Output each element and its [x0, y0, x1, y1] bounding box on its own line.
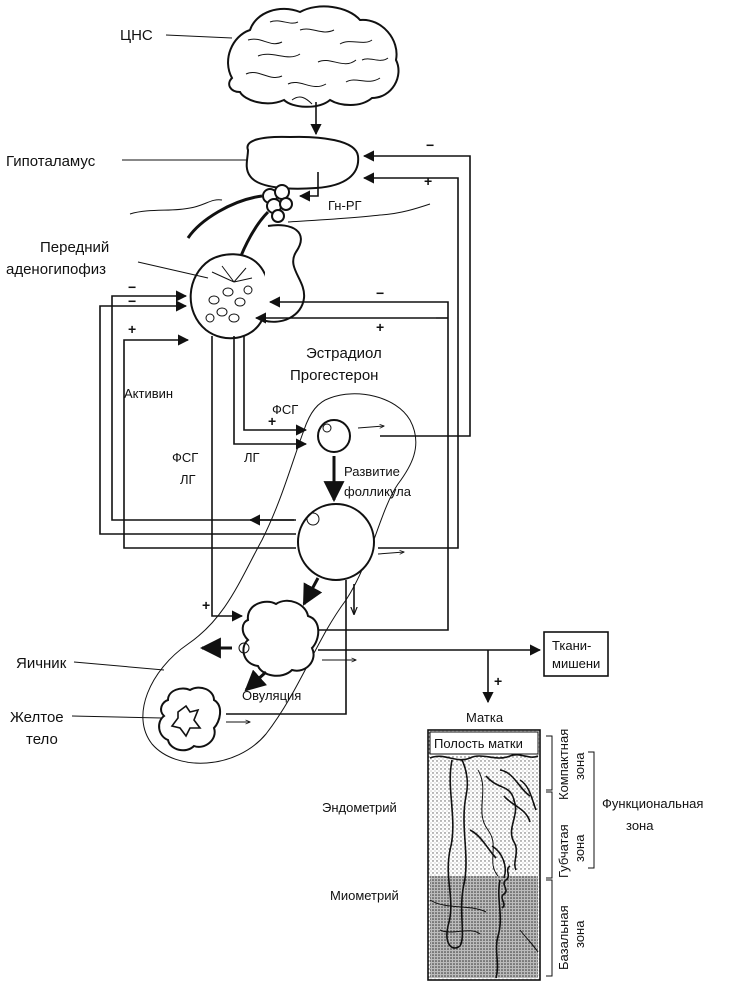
- stalk-outline-right: [287, 203, 431, 223]
- basal-zone-label-line2: зона: [572, 920, 587, 948]
- uterus-label: Матка: [466, 710, 504, 725]
- progesterone-label: Прогестерон: [290, 367, 378, 384]
- fsh-label-top: ФСГ: [272, 402, 298, 417]
- myometrium-label: Миометрий: [330, 888, 399, 903]
- primary-follicle-secretion: [357, 426, 384, 428]
- neuron-cluster-icon: [262, 184, 293, 223]
- corpus-luteum-label-line1: Желтое: [10, 709, 64, 726]
- primary-follicle: [317, 419, 351, 453]
- lh-label-mid: ЛГ: [244, 450, 260, 465]
- follicle-development-label-line2: фолликула: [344, 484, 412, 499]
- pituitary-minus-sign-right: −: [376, 285, 384, 301]
- mature-follicle-oocyte: [306, 512, 320, 526]
- feedback-loop-inner: [362, 172, 459, 549]
- uterine-cavity-label: Полость матки: [434, 736, 523, 751]
- gnrh-arrow: [298, 172, 319, 202]
- functional-zone-bracket: [588, 751, 595, 869]
- spongy-zone-label-line1: Губчатая: [556, 824, 571, 878]
- compact-zone-label-line2: зона: [572, 752, 587, 780]
- brain-icon: [227, 5, 400, 108]
- feedback-left-middle: [99, 300, 296, 535]
- corpus-luteum-transition-arrow: [244, 669, 268, 692]
- target-tissues-box: [543, 631, 609, 677]
- target-tissues-label-line2: мишени: [552, 656, 600, 671]
- basal-zone-bracket: [546, 879, 553, 977]
- estradiol-label: Эстрадиол: [306, 345, 382, 362]
- activin-label: Активин: [124, 386, 173, 401]
- mature-follicle: [297, 503, 375, 581]
- basal-zone-label-line1: Базальная: [556, 905, 571, 970]
- hypothalamus-label: Гипоталамус: [6, 153, 96, 170]
- endometrium-label: Эндометрий: [322, 800, 397, 815]
- pituitary-plus-sign-left: +: [128, 321, 136, 337]
- pituitary-cells: [205, 265, 253, 323]
- axon-bundle: [186, 194, 263, 239]
- fsh-label-left: ФСГ: [172, 450, 198, 465]
- feedback-left-inner: [123, 334, 296, 549]
- corpus-luteum-center: [170, 704, 202, 738]
- mature-follicle-secretion: [377, 552, 404, 554]
- functional-zone-label-line2: зона: [626, 818, 654, 833]
- lh-fsh-to-ovulation-arrow: [211, 336, 244, 622]
- spongy-zone-label-line2: зона: [572, 834, 587, 862]
- pituitary-minus-sign-left-1: −: [128, 279, 136, 295]
- feedback-pituitary-top: [268, 296, 449, 631]
- posterior-pituitary-shape: [261, 224, 306, 323]
- corpus-luteum-pointer: [71, 715, 163, 719]
- spongy-zone-bracket: [546, 791, 553, 879]
- fsh-to-follicle-arrow: [243, 336, 308, 436]
- pituitary-plus-sign-right: +: [376, 319, 384, 335]
- follicle-plus-sign: +: [268, 413, 276, 429]
- target-tissues-label-line1: Ткани-: [552, 638, 591, 653]
- corpus-luteum-label-line2: тело: [26, 731, 58, 748]
- uterus-section: [427, 729, 541, 981]
- compact-zone-bracket: [546, 735, 553, 791]
- ovulation-transition-arrow: [302, 577, 323, 606]
- primary-follicle-oocyte: [322, 423, 332, 433]
- ovary-pointer: [73, 661, 165, 671]
- cns-label: ЦНС: [120, 27, 153, 44]
- hypothalamus-shape: [245, 135, 360, 190]
- ovary-label: Яичник: [16, 655, 67, 672]
- lh-to-follicle-arrow: [233, 336, 308, 450]
- uterus-plus-sign: +: [494, 673, 502, 689]
- pituitary-minus-sign-left-2: −: [128, 293, 136, 309]
- hypothalamus-plus-sign: +: [424, 173, 432, 189]
- anterior-pituitary-label-line1: Передний: [40, 239, 109, 256]
- lh-label-left: ЛГ: [180, 472, 196, 487]
- corpus-luteum: [158, 686, 221, 752]
- released-oocyte: [238, 642, 250, 654]
- ovulating-follicle: [241, 599, 320, 677]
- follicle-development-label-line1: Развитие: [344, 464, 400, 479]
- ovary-boundary: [142, 393, 417, 764]
- functional-zone-label-line1: Функциональная: [602, 796, 703, 811]
- compact-zone-label-line1: Компактная: [556, 729, 571, 800]
- ovulation-plus-sign: +: [202, 597, 210, 613]
- corpus-luteum-feedback-line: [226, 580, 347, 715]
- hypothalamus-minus-sign: −: [426, 137, 434, 153]
- cns-pointer: [165, 34, 233, 39]
- uterine-cavity-box: [429, 731, 539, 755]
- anterior-pituitary-pointer: [137, 261, 209, 279]
- feedback-loop-outer: [362, 150, 471, 437]
- anterior-pituitary-label-line2: аденогипофиз: [6, 261, 106, 278]
- gnrh-label: Гн-РГ: [328, 198, 362, 213]
- feedback-left-outer: [111, 290, 296, 521]
- stalk-outline-left: [129, 199, 223, 215]
- ovulation-label: Овуляция: [242, 688, 301, 703]
